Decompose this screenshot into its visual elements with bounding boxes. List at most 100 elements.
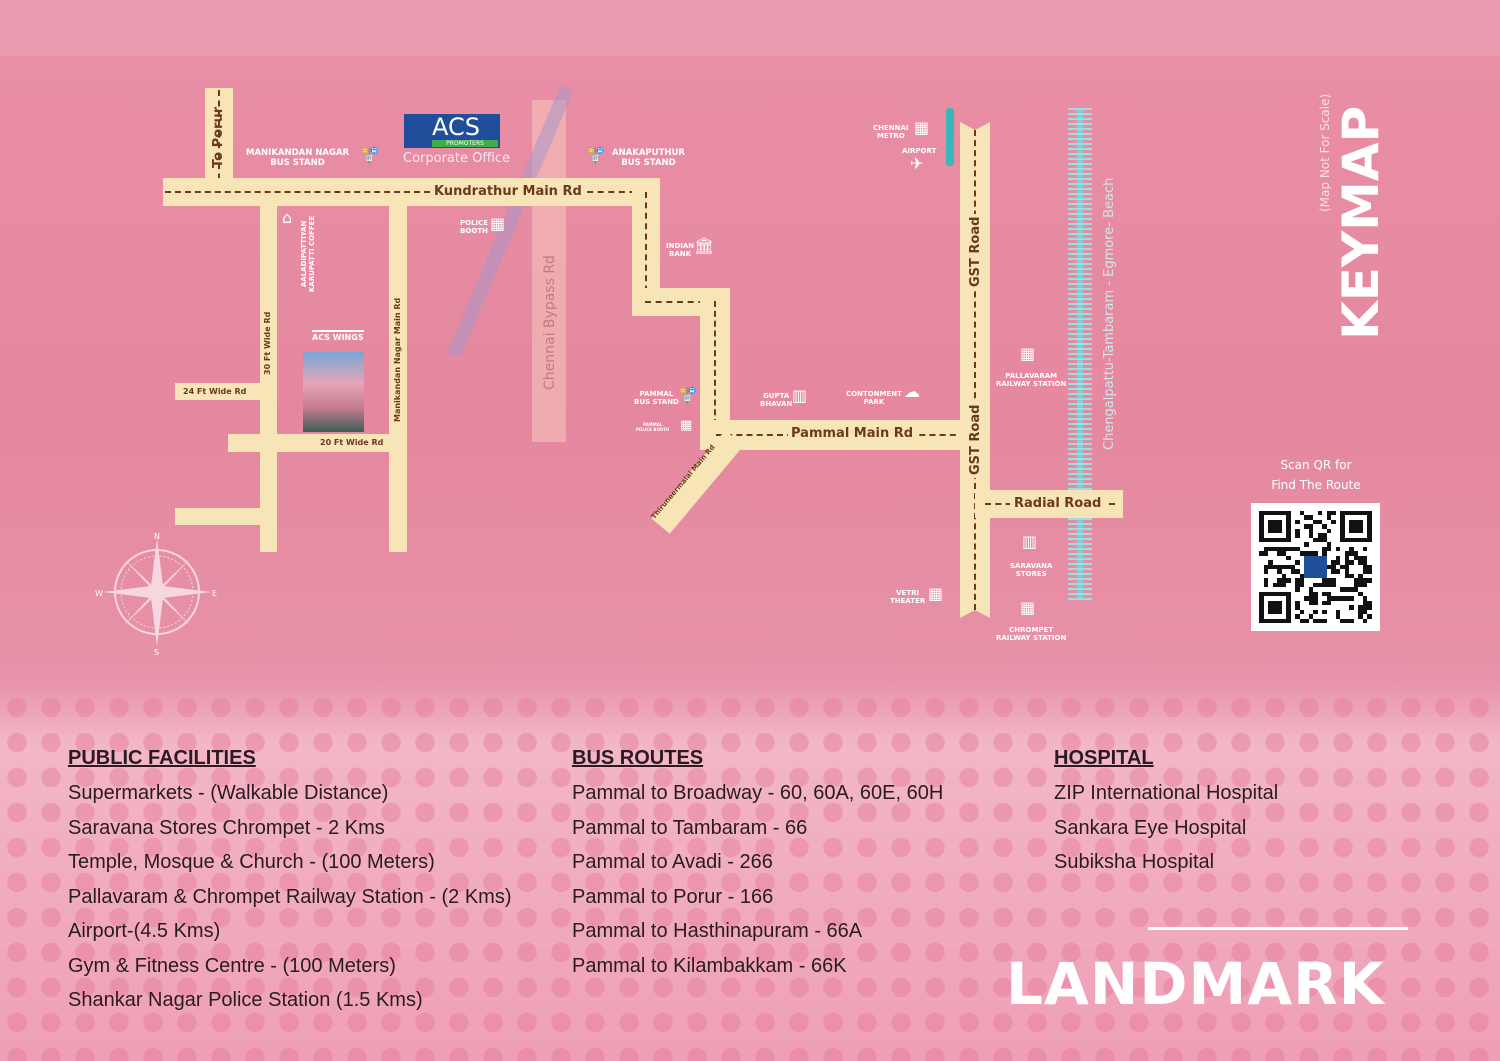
qr-module: [1290, 564, 1296, 570]
qr-module: [1286, 605, 1291, 610]
qr-module: [1308, 573, 1314, 579]
list-item: Pammal to Porur - 166: [572, 885, 774, 908]
qr-module: [1326, 511, 1332, 516]
bank-icon: 🏛: [694, 236, 715, 255]
qr-module: [1263, 551, 1269, 556]
section-title: HOSPITAL: [1054, 747, 1154, 769]
qr-module: [1362, 578, 1368, 583]
qr-code[interactable]: [1251, 503, 1380, 631]
qr-module: [1367, 600, 1372, 606]
qr-module: [1331, 578, 1336, 583]
railway-label: Chengalpattu-Tambaram - Egmore- Beach: [1102, 177, 1117, 450]
qr-module: [1281, 618, 1287, 623]
radial-label: Radial Road: [1010, 496, 1106, 511]
qr-module: [1349, 573, 1354, 579]
qr-module: [1272, 600, 1278, 606]
qr-module: [1272, 537, 1278, 543]
qr-module: [1272, 511, 1278, 516]
qr-module: [1322, 609, 1327, 615]
qr-module: [1322, 560, 1327, 565]
list-item: Sankara Eye Hospital: [1054, 816, 1247, 839]
qr-module: [1362, 560, 1368, 565]
qr-module: [1277, 551, 1282, 556]
qr-module: [1295, 560, 1300, 565]
qr-module: [1367, 619, 1372, 623]
qr-module: [1340, 528, 1345, 534]
qr-module: [1358, 605, 1363, 610]
qr-module: [1263, 546, 1269, 552]
qr-module: [1358, 560, 1363, 565]
qr-module: [1317, 569, 1323, 574]
qr-module: [1313, 573, 1318, 579]
qr-module: [1286, 614, 1291, 619]
qr-module: [1362, 618, 1368, 623]
qr-module: [1335, 569, 1341, 574]
list-item: Gym & Fitness Centre - (100 Meters): [68, 954, 396, 977]
poi-manikandan-bus: MANIKANDAN NAGAR BUS STAND: [246, 148, 350, 168]
qr-module: [1349, 587, 1354, 592]
list-item: Pallavaram & Chrompet Railway Station - …: [68, 885, 512, 908]
police-booth-icon: ▦: [490, 214, 506, 233]
qr-module: [1272, 605, 1278, 610]
qr-module: [1295, 605, 1300, 610]
qr-module: [1367, 524, 1372, 529]
qr-module: [1344, 555, 1350, 561]
qr-module: [1317, 618, 1323, 623]
qr-module: [1259, 537, 1264, 543]
qr-module: [1259, 551, 1264, 556]
poi-saravana: SARAVANA STORES: [1010, 562, 1053, 578]
qr-module: [1367, 511, 1372, 516]
poi-gupta-bhavan: GUPTA BHAVAN: [760, 392, 793, 408]
list-item: Subiksha Hospital: [1054, 851, 1215, 873]
qr-module: [1277, 519, 1282, 525]
qr-module: [1259, 519, 1264, 525]
qr-module: [1340, 515, 1345, 520]
poi-aaladipattiyan: AALADIPATTIYAN KARUPATTI COFFEE: [300, 215, 316, 292]
qr-module: [1322, 537, 1327, 543]
theater-icon: ▦: [928, 584, 944, 603]
qr-module: [1353, 578, 1359, 583]
corporate-office-label: Corporate Office: [403, 151, 511, 166]
qr-module: [1308, 533, 1314, 538]
railway-station-icon: ▦: [1020, 598, 1036, 617]
qr-module: [1272, 519, 1278, 525]
poi-airport: AIRPORT: [902, 147, 937, 155]
qr-module: [1299, 551, 1305, 556]
road-dash: [566, 191, 646, 193]
qr-module: [1344, 596, 1350, 601]
qr-module: [1313, 600, 1318, 606]
qr-module: [1317, 537, 1323, 543]
qr-module: [1331, 519, 1336, 525]
qr-module: [1308, 600, 1314, 606]
qr-module: [1322, 591, 1327, 597]
qr-module: [1304, 555, 1309, 561]
qr-caption-2: Find The Route: [1271, 478, 1361, 492]
qr-module: [1286, 511, 1291, 516]
qr-module: [1295, 546, 1300, 552]
compass-e: E: [212, 589, 217, 598]
bus-stop-icon: 🚏: [360, 146, 380, 165]
compass-n: N: [154, 532, 160, 541]
qr-module: [1286, 564, 1291, 570]
qr-module: [1308, 569, 1314, 574]
metro-line: [946, 108, 954, 166]
qr-module: [1367, 533, 1372, 538]
qr-module: [1259, 591, 1264, 597]
qr-module: [1322, 578, 1327, 583]
qr-module: [1358, 511, 1363, 516]
road-24ft-label: 24 Ft Wide Rd: [183, 387, 247, 396]
qr-module: [1326, 564, 1332, 570]
qr-module: [1263, 582, 1269, 588]
qr-module: [1349, 546, 1354, 552]
qr-module: [1304, 569, 1309, 574]
qr-module: [1344, 618, 1350, 623]
acs-logo: ACS PROMOTERS: [404, 114, 500, 148]
qr-module: [1362, 569, 1368, 574]
qr-module: [1259, 609, 1264, 615]
qr-module: [1308, 587, 1314, 592]
qr-module: [1326, 528, 1332, 534]
list-item: Supermarkets - (Walkable Distance): [68, 782, 389, 804]
qr-module: [1344, 560, 1350, 565]
qr-module: [1268, 600, 1273, 606]
qr-module: [1344, 551, 1350, 556]
